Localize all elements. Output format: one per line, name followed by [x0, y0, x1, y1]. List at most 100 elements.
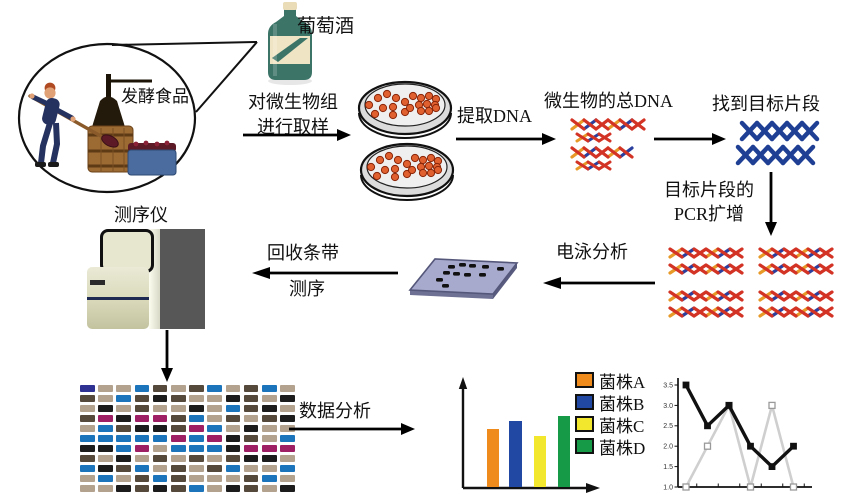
dna-icon [570, 146, 634, 159]
heatmap-tile [262, 445, 277, 452]
heatmap-tile [80, 485, 95, 492]
heatmap-tile [152, 405, 168, 412]
pcr-product-dna-icon [668, 290, 744, 302]
sampling-label: 对微生物组 进行取样 [232, 90, 354, 140]
heatmap-tile [80, 405, 95, 412]
heatmap-tile [134, 425, 150, 432]
legend-swatch [575, 438, 594, 454]
heatmap-tile [171, 415, 186, 422]
fermented-food-label: 发酵食品 [121, 87, 189, 106]
heatmap-tile [80, 475, 95, 482]
pcr-product-dna-icon [758, 290, 834, 302]
recover-bands-label: 回收条带 [267, 243, 339, 263]
heatmap-tile [207, 385, 222, 392]
pcr-arrow [765, 172, 777, 236]
pcr-label: 目标片段的 PCR扩增 [650, 178, 768, 226]
dna-icon [575, 160, 612, 171]
heatmap-tile [98, 485, 113, 492]
heatmap-tile [207, 465, 222, 472]
heatmap-tile [243, 445, 259, 452]
heatmap-tile [152, 385, 168, 392]
heatmap-tile [225, 465, 241, 472]
legend-swatch [575, 416, 594, 432]
heatmap-tile [262, 405, 277, 412]
data-analysis-label: 数据分析 [299, 401, 371, 421]
legend-label: 菌株B [599, 394, 645, 414]
heatmap-tile [189, 405, 204, 412]
legend-swatch [575, 394, 594, 410]
heatmap-tile [243, 415, 259, 422]
heatmap-tile [116, 485, 131, 492]
heatmap-tile [80, 385, 95, 392]
heatmap-tile [134, 475, 150, 482]
heatmap-tile [171, 425, 186, 432]
sampling-arrow [243, 129, 351, 141]
heatmap-tile [207, 435, 222, 442]
heatmap-tile [189, 485, 204, 492]
heatmap-tile [225, 415, 241, 422]
find-target-arrow [654, 133, 726, 145]
legend-label: 菌株D [599, 438, 646, 458]
recover-arrow [252, 267, 398, 279]
heatmap-tile [280, 415, 295, 422]
sequencer-label: 测序仪 [114, 205, 168, 225]
heatmap-tile [280, 455, 295, 462]
pcr-product-dna-icon [758, 263, 834, 275]
sampling-label-line2: 进行取样 [257, 117, 329, 137]
heatmap-tile [80, 435, 95, 442]
heatmap-tile [134, 435, 150, 442]
sequencer-side-strip [149, 229, 160, 329]
heatmap-tile [189, 425, 204, 432]
heatmap-tile [116, 405, 131, 412]
y-tick-label: 1.0 [663, 484, 673, 491]
heatmap-tile [207, 475, 222, 482]
worker-icon [28, 82, 119, 167]
find-target-label: 找到目标片段 [712, 94, 820, 114]
heatmap-tile [116, 455, 131, 462]
pcr-product-dna-icon [668, 263, 744, 275]
gel-plate-icon [408, 258, 519, 299]
heatmap-tile [262, 485, 277, 492]
target-dna-icon [735, 144, 816, 166]
heatmap-tile [207, 405, 222, 412]
heatmap-tile [189, 435, 204, 442]
heatmap-tile [116, 475, 131, 482]
heatmap-tile [207, 425, 222, 432]
extract-dna-arrow [456, 133, 556, 145]
heatmap-tile [134, 465, 150, 472]
bar-菌株C [534, 436, 546, 487]
y-tick-label: 2.0 [663, 444, 673, 451]
heatmap-tile [98, 415, 113, 422]
bar-菌株B [509, 421, 522, 487]
heatmap-tile [189, 475, 204, 482]
sequencer-side-panel [160, 229, 205, 329]
sequencer-trim-line [87, 297, 149, 300]
heatmap-tile [116, 465, 131, 472]
bar-菌株A [487, 429, 499, 487]
pcr-product-dna-icon [668, 247, 744, 259]
heatmap-tile [116, 385, 131, 392]
heatmap-tile [262, 425, 277, 432]
heatmap-tile [225, 455, 241, 462]
dna-icon [575, 132, 612, 143]
heatmap-tile [225, 425, 241, 432]
sampling-label-line1: 对微生物组 [248, 92, 338, 112]
heatmap-tile [189, 445, 204, 452]
heatmap-tile [207, 485, 222, 492]
wine-bottle-icon [268, 2, 312, 85]
heatmap-tile [171, 455, 186, 462]
heatmap-tile [116, 445, 131, 452]
heatmap-tile [262, 385, 277, 392]
heatmap-tile [280, 475, 295, 482]
extract-dna-label: 提取DNA [457, 106, 532, 126]
heatmap-tile [152, 465, 168, 472]
heatmap-tile [134, 415, 150, 422]
heatmap-tile [134, 395, 150, 402]
heatmap-tile [280, 445, 295, 452]
gray-line [684, 404, 795, 489]
heatmap-tile [207, 415, 222, 422]
heatmap-tile [243, 385, 259, 392]
electrophoresis-label: 电泳分析 [556, 242, 628, 262]
heatmap-tile [225, 395, 241, 402]
